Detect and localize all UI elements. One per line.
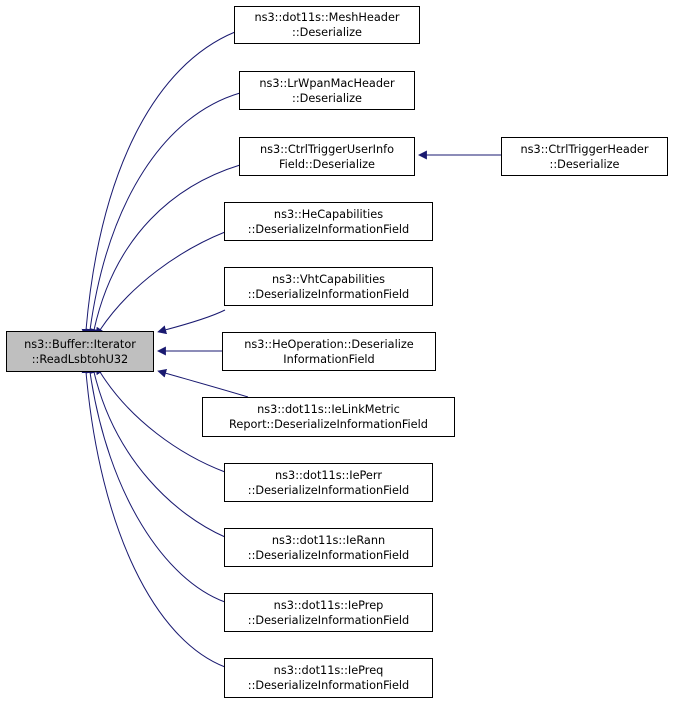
node-label-line2: ::ReadLsbtohU32: [31, 352, 129, 366]
node-label-line1: ns3::HeOperation::Deserialize: [244, 337, 414, 351]
node-label-line1: ns3::dot11s::IePrep: [273, 598, 384, 612]
node-label-line1: ns3::dot11s::IePreq: [273, 664, 384, 677]
node-label-line2: Field::Deserialize: [278, 157, 376, 171]
node-label-line1: ns3::dot11s::MeshHeader: [254, 11, 400, 24]
edge-iepreq: [81, 363, 226, 668]
node-iepreq-deserializeinformationfield[interactable]: ns3::dot11s::IePreq ::DeserializeInforma…: [224, 658, 433, 698]
node-label-line1: ns3::dot11s::IeRann: [271, 533, 386, 547]
node-label-line1: ns3::dot11s::IePerr: [275, 468, 382, 482]
node-label-line2: ::DeserializeInformationField: [247, 287, 410, 301]
node-ieperr-deserializeinformationfield[interactable]: ns3::dot11s::IePerr ::DeserializeInforma…: [224, 463, 433, 502]
node-label-line2: Report::DeserializeInformationField: [229, 418, 428, 431]
node-ieprep-deserializeinformationfield[interactable]: ns3::dot11s::IePrep ::DeserializeInforma…: [224, 593, 433, 632]
edge-ieprep: [85, 363, 226, 603]
edge-ierann: [89, 364, 226, 538]
node-label-line2: ::DeserializeInformationField: [247, 483, 410, 497]
edge-meshheader: [81, 31, 236, 339]
node-label-line1: ns3::VhtCapabilities: [271, 272, 386, 286]
edge-ctrltriggeruserinfo: [89, 164, 241, 338]
edge-vhtcapabilities: [157, 309, 226, 335]
node-ielinkmetricreport-deserializeinformationfield[interactable]: ns3::dot11s::IeLinkMetric Report::Deseri…: [202, 397, 455, 437]
node-vhtcapabilities-deserializeinformationfield[interactable]: ns3::VhtCapabilities ::DeserializeInform…: [224, 267, 433, 306]
node-heoperation-deserializeinformationfield[interactable]: ns3::HeOperation::Deserialize Informatio…: [222, 332, 436, 371]
node-label-line1: ns3::dot11s::IeLinkMetric: [257, 403, 400, 416]
node-label-line2: ::DeserializeInformationField: [247, 679, 410, 692]
node-label-line1: ns3::Buffer::Iterator: [24, 337, 136, 351]
node-ctrltriggerheader-deserialize[interactable]: ns3::CtrlTriggerHeader ::Deserialize: [501, 137, 668, 176]
node-label-line2: ::DeserializeInformationField: [247, 613, 410, 627]
edge-ieperr: [95, 365, 226, 473]
node-label-line2: ::DeserializeInformationField: [247, 222, 410, 236]
node-ierann-deserializeinformationfield[interactable]: ns3::dot11s::IeRann ::DeserializeInforma…: [224, 528, 433, 567]
node-label-line2: ::Deserialize: [292, 26, 362, 39]
edge-lrwpanmacheader: [85, 92, 241, 339]
node-buffer-iterator-readlsbtohu32[interactable]: ns3::Buffer::Iterator ::ReadLsbtohU32: [6, 331, 154, 372]
node-label-line1: ns3::CtrlTriggerUserInfo: [259, 142, 395, 156]
node-label-line2: ::Deserialize: [292, 91, 362, 105]
node-label-line1: ns3::HeCapabilities: [273, 207, 384, 221]
node-lrwpanmacheader-deserialize[interactable]: ns3::LrWpanMacHeader ::Deserialize: [239, 71, 415, 110]
node-label-line1: ns3::CtrlTriggerHeader: [520, 142, 649, 156]
edge-hecapabilities: [95, 231, 226, 337]
node-hecapabilities-deserializeinformationfield[interactable]: ns3::HeCapabilities ::DeserializeInforma…: [224, 202, 433, 241]
node-label-line2: InformationField: [283, 352, 375, 366]
node-meshheader-deserialize[interactable]: ns3::dot11s::MeshHeader ::Deserialize: [234, 6, 420, 44]
node-ctrltriggeruserinfofield-deserialize[interactable]: ns3::CtrlTriggerUserInfo Field::Deserial…: [239, 137, 415, 176]
node-label-line1: ns3::LrWpanMacHeader: [259, 76, 395, 90]
edge-ielinkmetric: [157, 368, 249, 398]
node-label-line2: ::Deserialize: [549, 157, 620, 171]
node-label-line2: ::DeserializeInformationField: [247, 548, 410, 562]
